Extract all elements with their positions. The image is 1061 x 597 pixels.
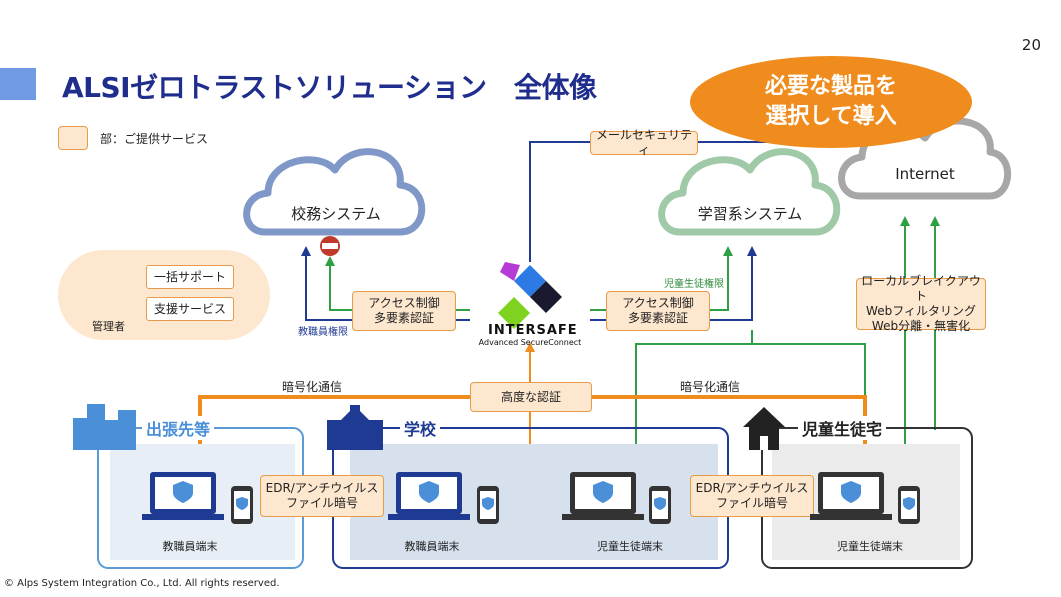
admin-label: 管理者 <box>92 320 125 333</box>
laptop-icon <box>562 472 644 520</box>
local-breakout-box: ローカルブレイクアウト Webフィルタリング Web分離・無害化 <box>856 274 986 333</box>
mail-security-label: メールセキュリティ <box>595 128 692 157</box>
bulk-support-box: 一括サポート <box>146 265 234 289</box>
school-affairs-cloud <box>243 148 426 236</box>
copyright-footer: © Alps System Integration Co., Ltd. All … <box>4 578 280 589</box>
school-icon <box>327 405 383 450</box>
edr-right-box: EDR/アンチウイルス ファイル暗号 <box>690 475 814 517</box>
encrypted-left-label: 暗号化通信 <box>282 380 343 394</box>
buildings-icon <box>73 404 136 450</box>
laptop-icon <box>810 472 892 520</box>
student-permission-label: 児童生徒権限 <box>664 279 724 290</box>
page-number: 20 <box>1021 36 1041 54</box>
callout-line-2: 選択して導入 <box>765 104 897 129</box>
edr-left-box: EDR/アンチウイルス ファイル暗号 <box>260 475 384 517</box>
breakout-line-3: Web分離・無害化 <box>871 319 971 333</box>
trip-zone-label: 出張先等 <box>142 416 215 440</box>
teacher-permission-label: 教職員権限 <box>298 327 348 338</box>
house-icon <box>743 407 785 450</box>
breakout-line-1: ローカルブレイクアウト <box>861 274 981 303</box>
encrypted-right-label: 暗号化通信 <box>680 380 741 394</box>
home-student-device-label: 児童生徒端末 <box>837 540 903 553</box>
access-left-line-1: アクセス制御 <box>368 296 440 310</box>
callout-line-1: 必要な製品を <box>764 74 897 99</box>
learning-label: 学習系システム <box>697 205 803 223</box>
advanced-auth-box: 高度な認証 <box>470 382 592 412</box>
access-right-line-1: アクセス制御 <box>622 296 694 310</box>
edr-right-line-2: ファイル暗号 <box>715 496 788 510</box>
legend-text: 部：ご提供サービス <box>100 132 209 146</box>
access-left-line-2: 多要素認証 <box>373 311 434 325</box>
trip-teacher-device-label: 教職員端末 <box>162 540 218 553</box>
phone-icon <box>649 486 671 524</box>
support-service-box: 支援サービス <box>146 297 234 321</box>
edr-left-line-1: EDR/アンチウイルス <box>265 481 379 495</box>
phone-icon <box>231 486 253 524</box>
internet-label: Internet <box>895 165 955 183</box>
home-zone-label: 児童生徒宅 <box>798 416 887 440</box>
school-affairs-label: 校務システム <box>291 205 381 223</box>
access-control-left: アクセス制御 多要素認証 <box>352 291 456 331</box>
mail-security-box: メールセキュリティ <box>590 128 698 157</box>
page-title: ALSIゼロトラストソリューション 全体像 <box>62 71 597 104</box>
laptop-icon <box>142 472 224 520</box>
edr-left-line-2: ファイル暗号 <box>285 496 358 510</box>
learning-cloud <box>658 148 841 236</box>
school-zone-label: 学校 <box>400 416 441 440</box>
advanced-auth-label: 高度な認証 <box>500 389 561 404</box>
phone-icon <box>477 486 499 524</box>
breakout-line-2: Webフィルタリング <box>866 304 976 318</box>
legend-swatch <box>58 126 88 150</box>
phone-icon <box>898 486 920 524</box>
intersafe-logo-icon <box>498 262 562 329</box>
logo-subtitle: Advanced SecureConnect <box>478 338 582 347</box>
access-control-right: アクセス制御 多要素認証 <box>606 291 710 331</box>
logo-name: INTERSAFE <box>488 323 578 338</box>
school-student-device-label: 児童生徒端末 <box>597 540 663 553</box>
title-accent-bar <box>0 68 36 100</box>
edr-right-line-1: EDR/アンチウイルス <box>695 481 809 495</box>
access-right-line-2: 多要素認証 <box>627 311 688 325</box>
laptop-icon <box>388 472 470 520</box>
callout-oval: 必要な製品を 選択して導入 <box>690 56 972 148</box>
school-teacher-device-label: 教職員端末 <box>404 540 460 553</box>
